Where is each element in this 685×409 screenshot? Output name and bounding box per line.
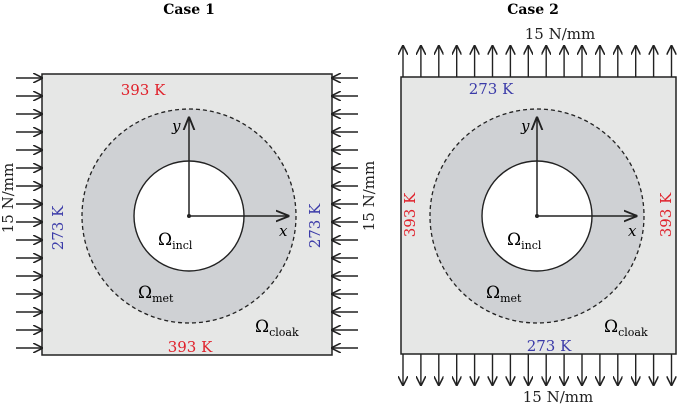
case2-temp-bottom: 273 K — [527, 337, 572, 355]
case1-temp-right: 273 K — [306, 203, 324, 248]
case2-x-label: x — [628, 222, 637, 240]
case2-omega-incl: Ωincl — [507, 230, 542, 252]
case2-omega-met: Ωmet — [486, 283, 522, 305]
case1-origin — [187, 214, 191, 218]
case2-temp-right: 393 K — [657, 192, 675, 237]
case2-load-bottom: 15 N/mm — [523, 388, 593, 406]
case1-load-right: 15 N/mm — [360, 161, 378, 231]
case1-omega-cloak: Ωcloak — [255, 317, 299, 339]
case2-origin — [535, 214, 539, 218]
case2-top-load-arrows — [403, 46, 672, 77]
case2-omega-cloak: Ωcloak — [604, 317, 648, 339]
case1-panel: Case 1 y x 393 K 393 K 273 K 273 K 15 N/… — [0, 2, 378, 356]
case1-temp-top: 393 K — [121, 81, 166, 99]
case1-y-label: y — [171, 117, 181, 135]
case2-bottom-load-arrows — [403, 354, 672, 385]
case1-x-label: x — [279, 222, 288, 240]
case1-title: Case 1 — [163, 2, 215, 18]
case1-omega-incl: Ωincl — [158, 230, 193, 252]
case1-load-left: 15 N/mm — [0, 163, 17, 233]
case2-load-top: 15 N/mm — [525, 25, 595, 43]
case1-omega-met: Ωmet — [138, 283, 174, 305]
case1-right-load-arrows — [332, 78, 358, 348]
case1-left-load-arrows — [16, 78, 42, 348]
case1-temp-left: 273 K — [49, 205, 67, 250]
case2-y-label: y — [520, 117, 530, 135]
case2-panel: Case 2 y x 273 K 273 K 393 K 393 K 15 N/… — [401, 2, 677, 406]
case2-temp-left: 393 K — [401, 192, 419, 237]
case2-temp-top: 273 K — [469, 80, 514, 98]
case2-title: Case 2 — [507, 2, 559, 18]
case1-temp-bottom: 393 K — [168, 338, 213, 356]
